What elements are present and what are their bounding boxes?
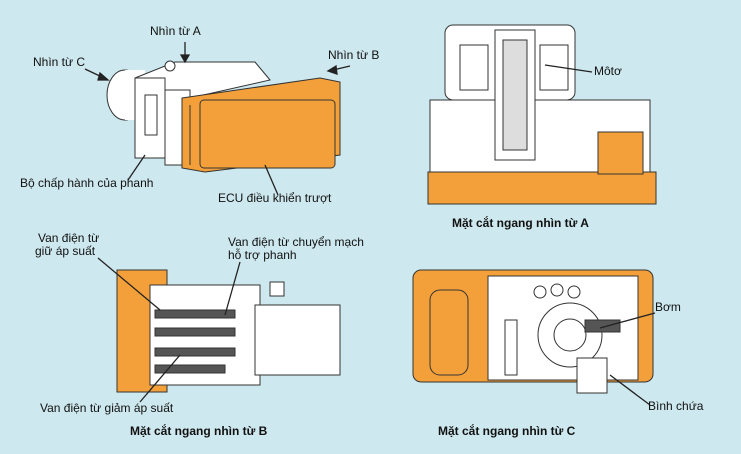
reservoir-label: Bình chứa <box>648 399 704 413</box>
switch-valve-label-2: hỗ trợ phanh <box>228 248 297 262</box>
leader-lines <box>84 42 656 406</box>
motor-label: Môtơ <box>594 64 622 78</box>
view-b-label: Nhìn từ B <box>328 48 380 62</box>
section-c-drawing <box>412 269 654 394</box>
hold-valve-label-1: Van điện từ <box>38 231 100 245</box>
actuator-label: Bộ chấp hành của phanh <box>20 176 154 190</box>
view-c-label: Nhìn từ C <box>33 55 86 69</box>
section-a-caption: Mặt cắt ngang nhìn từ A <box>452 216 589 230</box>
section-a-drawing <box>427 24 657 205</box>
ecu-label: ECU điều khiển trượt <box>218 191 332 205</box>
view-a-label: Nhìn từ A <box>150 24 201 38</box>
pump-label: Bơm <box>655 300 681 314</box>
section-b-drawing <box>116 269 341 393</box>
ecu-3d <box>181 77 341 173</box>
reduce-valve-label: Van điện từ giảm áp suất <box>40 401 174 415</box>
hold-valve-label-2: giữ áp suất <box>35 244 96 258</box>
switch-valve-label-1: Van điện từ chuyển mạch <box>228 235 364 249</box>
section-b-caption: Mặt cắt ngang nhìn từ B <box>130 424 268 438</box>
section-c-caption: Mặt cắt ngang nhìn từ C <box>438 424 576 438</box>
